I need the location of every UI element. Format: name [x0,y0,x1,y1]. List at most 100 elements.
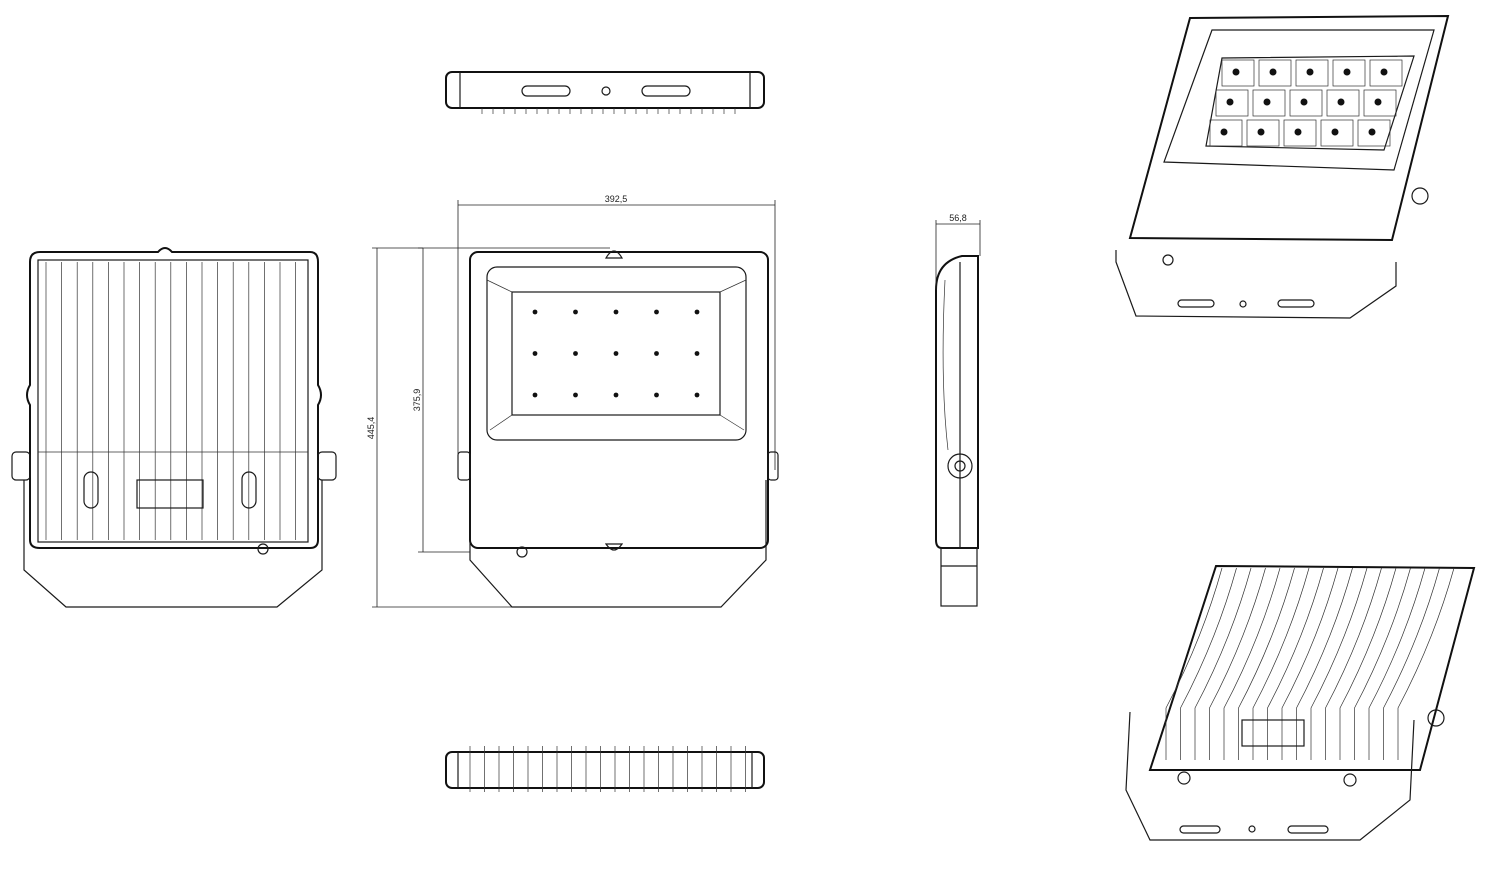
led-module [1283,119,1317,147]
led [573,392,578,398]
led [1232,68,1240,76]
led-module [1320,119,1354,147]
front-cable-gland [516,546,528,558]
led [694,351,700,356]
bevel [489,414,513,431]
fin [1368,567,1426,760]
led-module [1258,59,1292,87]
dimension-total-height: 445,4 [366,247,512,608]
led [694,309,700,315]
bottom-housing [445,751,765,789]
back-housing-outline [26,247,322,549]
led-module [1295,59,1329,87]
iso-led-grid [1209,59,1403,147]
front-knob-right [767,451,779,481]
iso-back-label-plate [1241,719,1305,747]
fin [1267,567,1324,760]
led [1337,98,1345,106]
led-grid [532,309,700,398]
front-clip-top [604,250,624,259]
led [1269,68,1277,76]
back-knob-right [317,451,337,481]
iso-front-gland [1162,254,1174,266]
back-cable-gland [257,543,269,555]
led-module [1363,89,1397,117]
fin [1339,567,1397,760]
led [573,309,578,315]
fin [1281,567,1339,760]
side-curve [942,279,949,451]
led-module [1209,119,1243,147]
fin [1383,567,1440,760]
side-bracket [940,547,978,607]
led [1263,98,1271,106]
led [613,392,619,398]
fin [1238,567,1295,760]
front-view: 392,5 375,9 445,4 [366,194,779,608]
led-module [1289,89,1323,117]
bevel [719,279,747,293]
iso-back-gland-right [1343,773,1357,787]
led [1257,128,1265,136]
side-pivot-bolt [954,460,966,472]
front-knob-left [457,451,471,481]
iso-front-slot-right [1277,299,1315,308]
led-module [1326,89,1360,117]
iso-front-knob [1411,187,1429,205]
dimension-body-height: 375,9 [412,247,610,553]
front-bracket [469,480,767,608]
led [1331,128,1339,136]
led [1343,68,1351,76]
dimension-depth-label: 56,8 [949,213,967,223]
bottom-view [445,746,765,792]
back-knob-left [11,451,31,481]
led [1374,98,1382,106]
led-module [1246,119,1280,147]
led-module [1252,89,1286,117]
led [532,392,538,398]
fin [1325,567,1382,760]
led [1368,128,1376,136]
led [613,309,619,315]
led [1300,98,1308,106]
dimension-depth: 56,8 [935,213,981,290]
led [654,309,659,315]
back-view [11,247,337,608]
iso-back-knob [1427,709,1445,727]
fin [1165,567,1223,760]
led-module [1215,89,1249,117]
iso-front-led-panel [1205,55,1415,151]
fin [1194,567,1252,760]
bottom-fins [469,746,746,792]
iso-back-bracket [1125,711,1415,841]
top-slot-left [521,85,571,97]
fin [1397,567,1455,760]
led [532,309,538,315]
dimension-body-height-label: 375,9 [412,389,422,412]
led [1380,68,1388,76]
top-hole [601,86,611,96]
side-pivot-knob [947,453,973,479]
fin [1209,567,1266,760]
fin [1223,567,1281,760]
iso-front-view [1115,14,1450,319]
led [654,392,659,398]
fin [1180,567,1237,760]
top-housing [445,71,765,109]
back-label-plate [136,479,204,509]
led-module [1221,59,1255,87]
front-housing [469,251,769,549]
front-led-panel [511,291,721,416]
dimension-total-height-label: 445,4 [366,417,376,440]
led [573,351,578,356]
led [1220,128,1228,136]
bevel [486,279,513,293]
fin [1354,567,1411,760]
iso-back-fins [1165,567,1455,760]
led-module [1369,59,1403,87]
back-bracket [23,480,323,608]
led [694,392,700,398]
iso-front-slot-left [1177,299,1215,308]
led-module [1357,119,1391,147]
